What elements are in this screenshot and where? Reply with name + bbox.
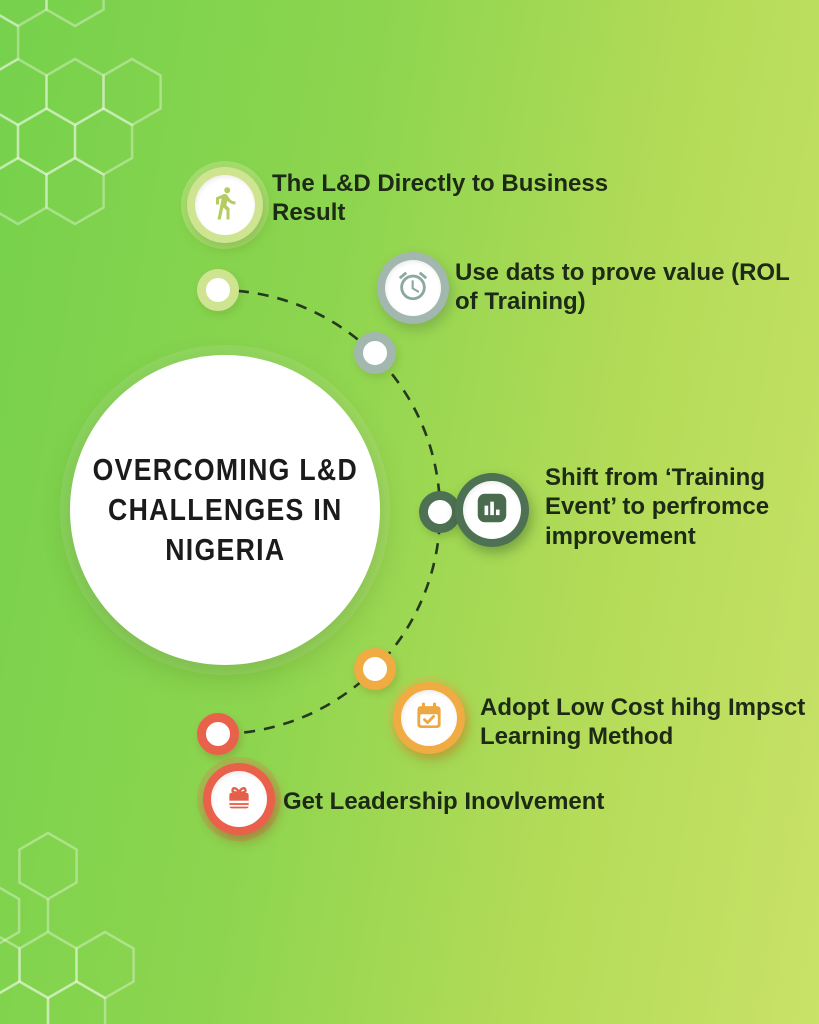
calendar-check-icon bbox=[412, 699, 446, 738]
marker-business-result bbox=[187, 167, 263, 243]
center-title-circle: OVERCOMING L&D CHALLENGES IN NIGERIA bbox=[70, 355, 380, 665]
title-line-3: NIGERIA bbox=[164, 532, 286, 568]
arc-dot-5 bbox=[197, 713, 239, 755]
marker-inner-circle bbox=[211, 771, 267, 827]
gift-box-icon bbox=[222, 780, 256, 819]
marker-inner-circle bbox=[463, 481, 521, 539]
marker-inner-circle bbox=[195, 175, 255, 235]
marker-learning-method bbox=[393, 682, 465, 754]
marker-performance-improvement bbox=[455, 473, 529, 547]
item-label-leadership-involvement: Get Leadership Inovlvement bbox=[283, 788, 605, 815]
item-label-performance-improvement: Shift from ‘Training Event’ to perfromce… bbox=[545, 464, 770, 550]
marker-inner-circle bbox=[401, 690, 457, 746]
marker-leadership-involvement bbox=[203, 763, 275, 835]
page-title: OVERCOMING L&D CHALLENGES IN NIGERIA bbox=[92, 450, 357, 571]
arc-dot-1 bbox=[197, 269, 239, 311]
walking-person-icon bbox=[207, 185, 243, 226]
arc-dot-2 bbox=[354, 332, 396, 374]
title-line-1: OVERCOMING L&D bbox=[92, 451, 358, 487]
item-label-prove-value: Use dats to prove value (ROL of Training… bbox=[455, 259, 790, 316]
item-label-business-result: The L&D Directly to Business Result bbox=[272, 170, 609, 227]
item-label-learning-method: Adopt Low Cost hihg Impsct Learning Meth… bbox=[480, 694, 806, 751]
alarm-clock-icon bbox=[396, 269, 430, 308]
bar-chart-icon bbox=[473, 489, 511, 532]
arc-dot-4 bbox=[354, 648, 396, 690]
title-line-2: CHALLENGES IN bbox=[107, 491, 343, 527]
marker-prove-value bbox=[377, 252, 449, 324]
marker-inner-circle bbox=[385, 260, 441, 316]
